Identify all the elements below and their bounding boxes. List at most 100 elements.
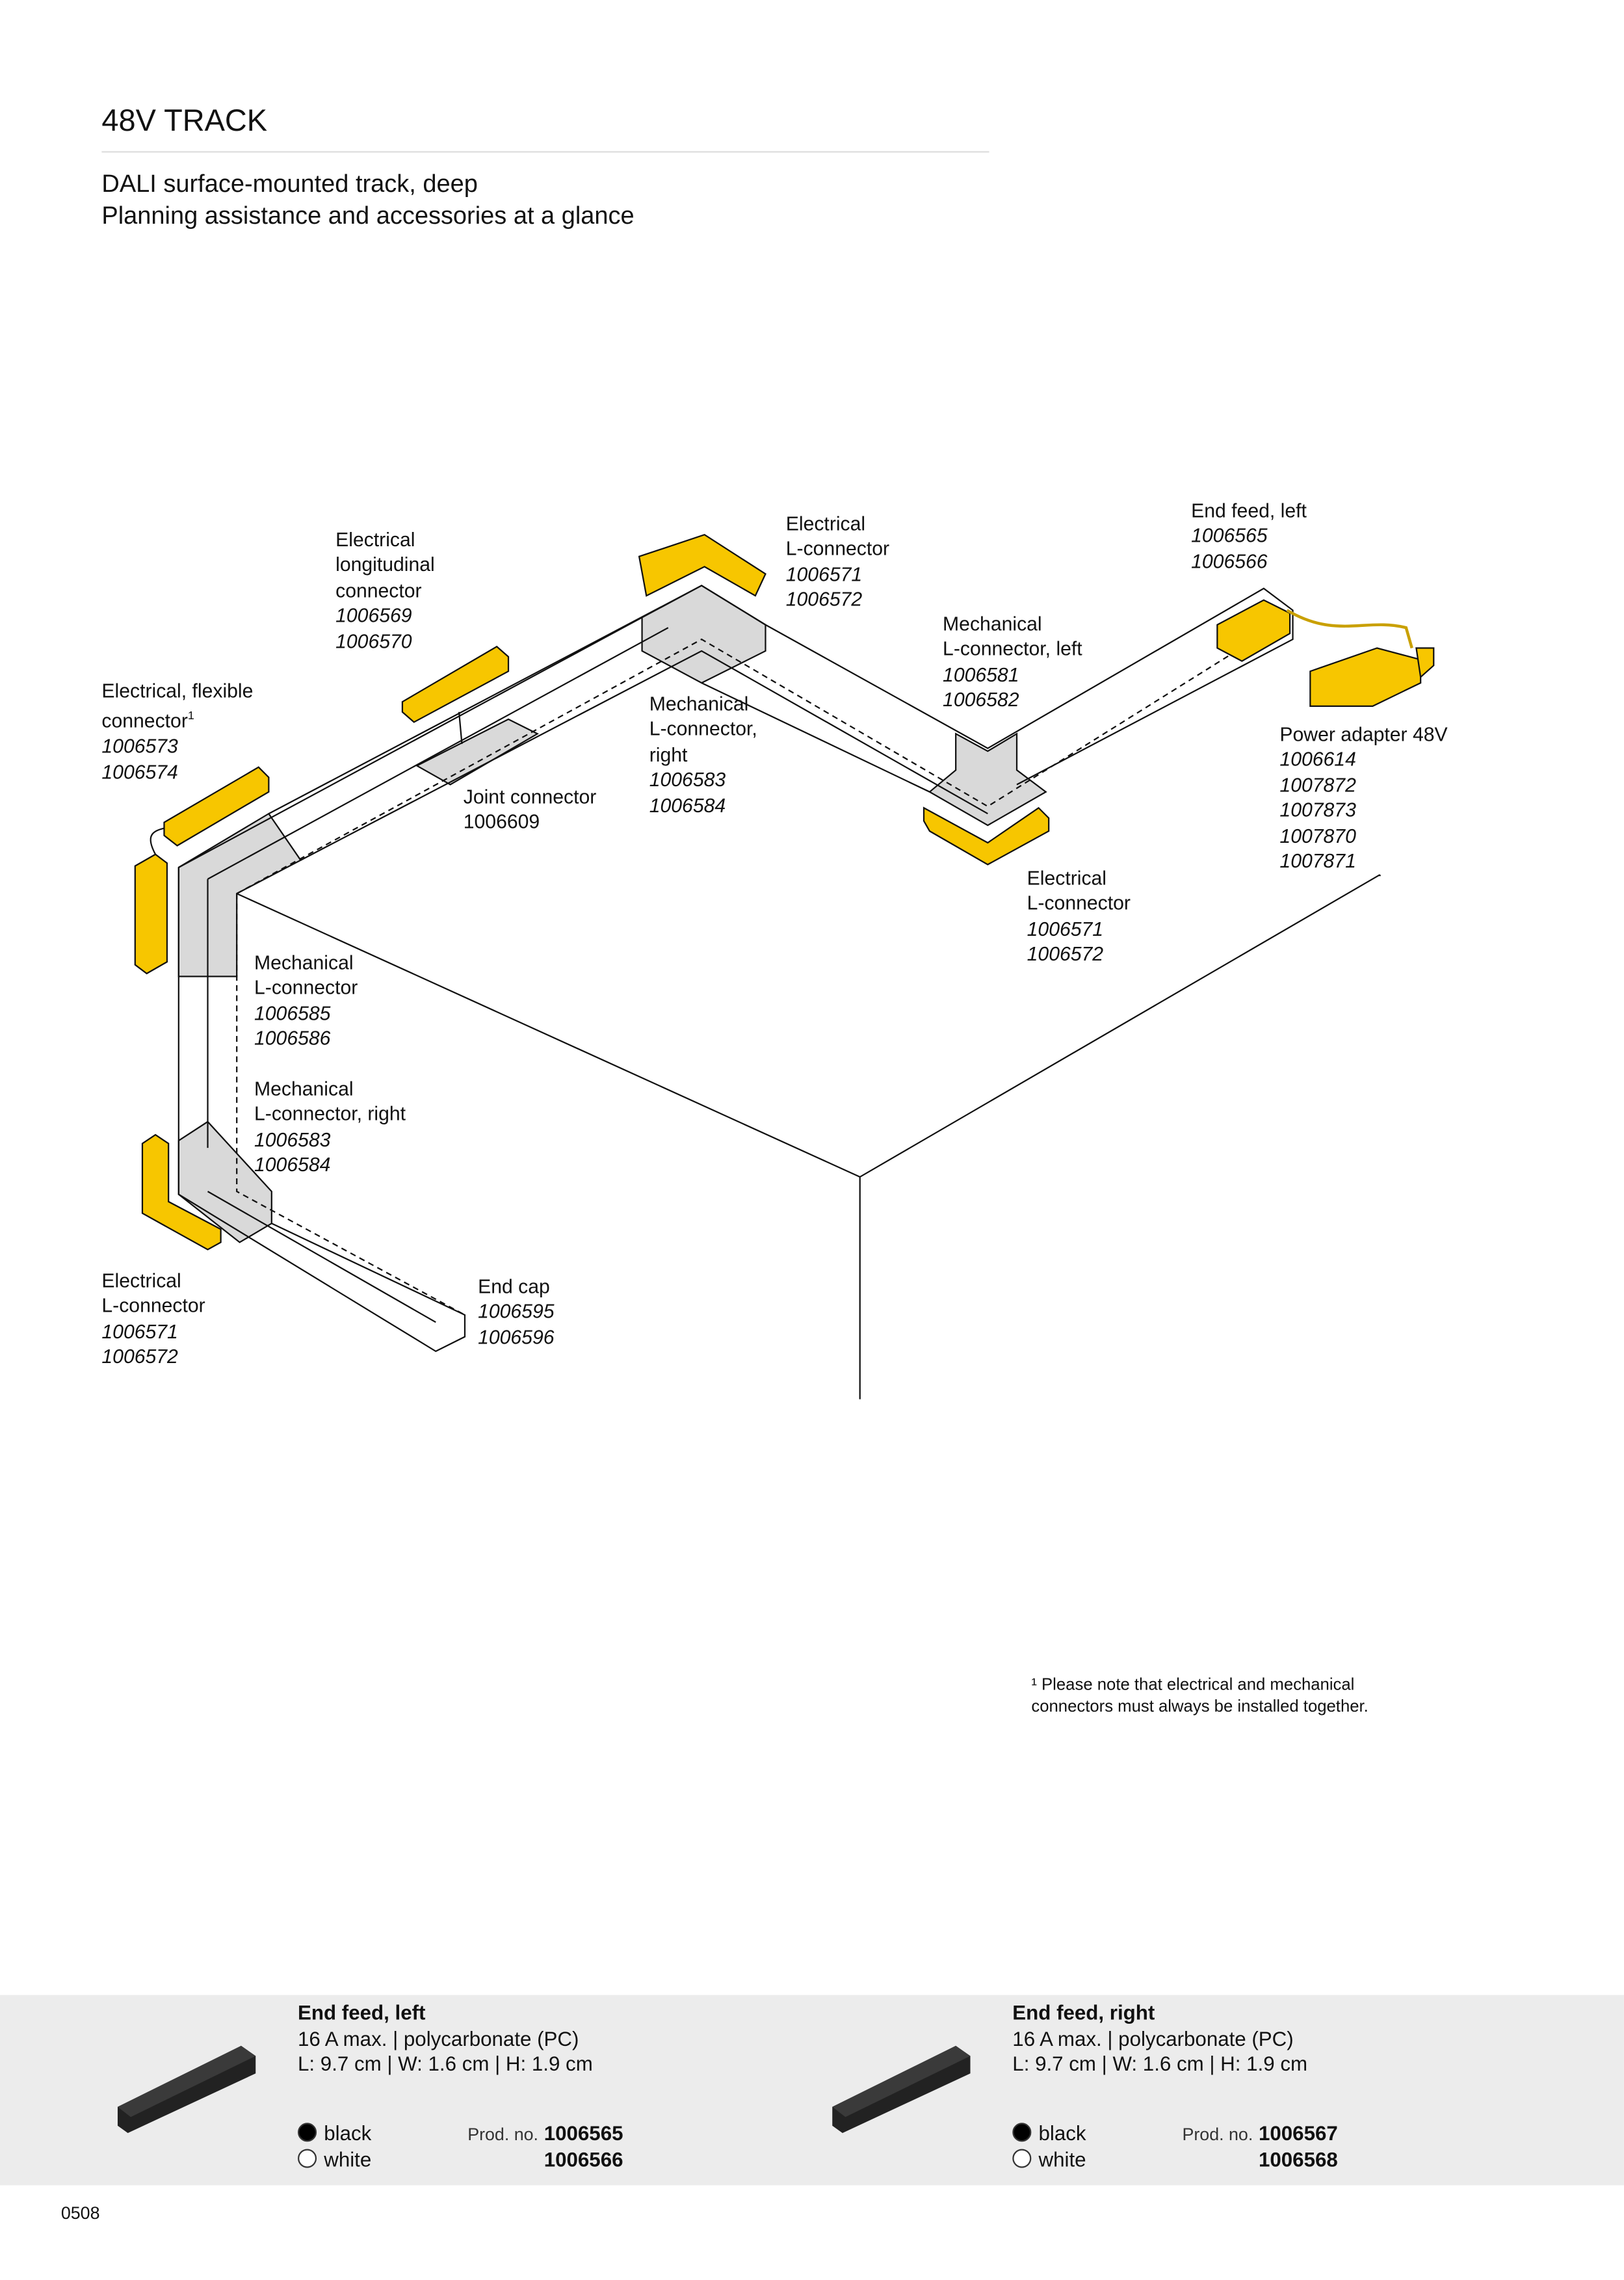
product-title: End feed, right xyxy=(1012,2000,1155,2024)
prod-code: 1006567 xyxy=(1258,2121,1338,2145)
label-text: Electrical xyxy=(335,529,415,551)
product-code: 1006581 xyxy=(943,663,1019,686)
product-code: 1006595 xyxy=(478,1301,555,1323)
product-title: End feed, left xyxy=(298,2000,426,2024)
label-text: Joint connector xyxy=(463,786,597,808)
product-code: 1006596 xyxy=(478,1326,555,1349)
prod-code: 1006568 xyxy=(1258,2147,1338,2171)
divider xyxy=(101,151,989,153)
option-white: white xyxy=(298,2147,371,2171)
label-text: Electrical xyxy=(1027,867,1107,890)
product-spec: 16 A max. | polycarbonate (PC) xyxy=(298,2026,579,2050)
product-code: 1006570 xyxy=(335,630,412,652)
white-swatch-icon xyxy=(298,2149,317,2168)
product-code: 1006574 xyxy=(101,761,178,783)
product-code: 1007873 xyxy=(1279,799,1356,821)
option-black: black xyxy=(298,2121,371,2145)
label-text: L-connector, xyxy=(649,718,757,741)
product-code: 1006571 xyxy=(1027,918,1104,940)
footnote-line: ¹ Please note that electrical and mechan… xyxy=(1031,1677,1355,1695)
product-code: 1006584 xyxy=(649,794,726,816)
subtitle: DALI surface-mounted track, deep Plannin… xyxy=(101,168,634,232)
footnote-mark: 1 xyxy=(187,709,194,723)
label-text: Electrical xyxy=(101,1269,181,1292)
product-code: 1006582 xyxy=(943,689,1019,711)
label-text: End feed, left xyxy=(1191,499,1307,522)
product-code: 1006565 xyxy=(1191,525,1268,548)
option-black: black xyxy=(1012,2121,1086,2145)
product-code: 1006584 xyxy=(254,1154,331,1176)
product-code: 1006569 xyxy=(335,604,412,627)
label-text: End cap xyxy=(478,1275,550,1298)
option-label: white xyxy=(1038,2147,1086,2171)
prod-no: Prod. no. 1006565 xyxy=(434,2121,623,2145)
label-text: L-connector, right xyxy=(254,1103,406,1126)
label-text: L-connector xyxy=(254,977,358,999)
page-title: 48V TRACK xyxy=(101,104,268,139)
product-code: 1007870 xyxy=(1279,825,1356,847)
label-text: Mechanical xyxy=(254,951,354,974)
product-band xyxy=(0,1995,1624,2186)
footnote: ¹ Please note that electrical and mechan… xyxy=(1031,1675,1368,1719)
product-end-feed-right: End feed, right 16 A max. | polycarbonat… xyxy=(1012,2001,1307,2077)
page-number: 0508 xyxy=(60,2203,100,2223)
product-code: 1006585 xyxy=(254,1002,331,1024)
subtitle-line: DALI surface-mounted track, deep xyxy=(101,170,478,198)
black-swatch-icon xyxy=(1012,2123,1032,2142)
product-code: 1006572 xyxy=(785,589,863,611)
product-end-feed-left: End feed, left 16 A max. | polycarbonate… xyxy=(298,2001,593,2077)
label-text: L-connector xyxy=(785,538,890,561)
subtitle-line: Planning assistance and accessories at a… xyxy=(101,202,635,230)
prod-code: 1006565 xyxy=(544,2121,623,2145)
option-white: white xyxy=(1012,2147,1086,2171)
footnote-line: connectors must always be installed toge… xyxy=(1031,1698,1369,1716)
product-code: 1006583 xyxy=(254,1128,331,1151)
option-label: white xyxy=(324,2147,372,2171)
label-electrical-longitudinal-connector: Electrical longitudinal connector 1006569 1… xyxy=(335,527,435,654)
product-spec: L: 9.7 cm | W: 1.6 cm | H: 1.9 cm xyxy=(1012,2051,1308,2075)
white-swatch-icon xyxy=(1012,2149,1032,2168)
prod-no: 1006566 xyxy=(434,2147,623,2171)
option-label: black xyxy=(1038,2121,1086,2145)
label-text: Power adapter 48V xyxy=(1279,723,1448,746)
product-code: 1006572 xyxy=(1027,943,1104,966)
prod-code: 1006566 xyxy=(544,2147,623,2171)
product-spec: L: 9.7 cm | W: 1.6 cm | H: 1.9 cm xyxy=(298,2051,593,2075)
prod-no: 1006568 xyxy=(1149,2147,1338,2171)
product-code: 1006571 xyxy=(785,563,863,586)
label-text: Mechanical xyxy=(254,1078,354,1100)
end-feed-left-image xyxy=(117,2045,256,2133)
label-end-cap: End cap 1006595 1006596 xyxy=(478,1274,554,1350)
label-text: L-connector xyxy=(1027,892,1131,915)
end-feed-right-image xyxy=(832,2045,971,2133)
product-code: 1007872 xyxy=(1279,774,1356,796)
product-code: 1007871 xyxy=(1279,850,1356,872)
product-code: 1006571 xyxy=(101,1320,178,1343)
product-code: 1006573 xyxy=(101,736,178,758)
product-code: 1006572 xyxy=(101,1345,178,1368)
product-code: 1006586 xyxy=(254,1027,331,1050)
product-code: 1006609 xyxy=(463,811,540,834)
label-text: Mechanical xyxy=(649,693,749,715)
option-label: black xyxy=(324,2121,372,2145)
prod-no-label: Prod. no. xyxy=(467,2124,539,2145)
label-text: Electrical xyxy=(785,512,866,535)
label-text: L-connector, left xyxy=(943,638,1082,661)
product-code: 1006583 xyxy=(649,769,726,791)
prod-no-label: Prod. no. xyxy=(1182,2124,1253,2145)
label-text: longitudinal xyxy=(335,554,435,576)
product-code: 1006566 xyxy=(1191,550,1268,572)
track-diagram xyxy=(134,533,1435,1399)
label-text: connector xyxy=(335,579,422,602)
